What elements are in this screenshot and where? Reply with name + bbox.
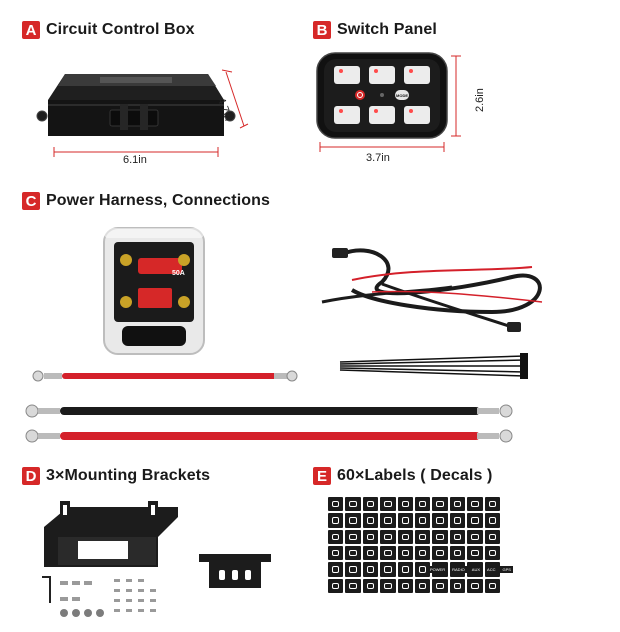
long-black-cable [25, 404, 513, 418]
decal-text-4: GPS [500, 566, 513, 573]
decal-icon [397, 529, 413, 544]
decal-icon [328, 513, 344, 528]
large-mounting-bracket [44, 501, 178, 567]
decal-icon [432, 545, 448, 561]
decal-icon [362, 497, 379, 512]
decal-icon [432, 578, 448, 593]
decal-icon [414, 562, 431, 577]
panel-height-label: 2.6in [474, 88, 486, 112]
decal-icon [467, 529, 483, 544]
decal-icon [397, 497, 413, 512]
decal-icon [345, 513, 361, 528]
decal-icon [380, 578, 396, 593]
section-b-title: Switch Panel [337, 21, 437, 38]
decal-icon [414, 513, 431, 528]
mode-button-label: MODE [396, 93, 408, 98]
decal-icon [449, 529, 466, 544]
decal-icon [362, 578, 379, 593]
decal-text-1: RADIO [450, 566, 467, 573]
decal-icon [467, 578, 483, 593]
section-d-heading: D 3×Mounting Brackets [22, 467, 210, 485]
decal-sheet [328, 497, 500, 593]
decal-icon [484, 497, 500, 512]
decal-icon [414, 497, 431, 512]
switch-panel [316, 52, 461, 152]
zip-ties [339, 353, 528, 379]
decal-icon [328, 562, 344, 577]
decal-icon [328, 545, 344, 561]
decal-text-2: AUX [469, 566, 483, 573]
decal-icon [484, 529, 500, 544]
section-c-heading: C Power Harness, Connections [22, 192, 270, 210]
decal-icon [380, 562, 396, 577]
decal-icon [345, 497, 361, 512]
decal-icon [328, 529, 344, 544]
decal-text-3: ACC [485, 566, 498, 573]
breaker-rating-label: 50A [172, 270, 185, 277]
mounting-hardware [42, 576, 156, 617]
section-d-title: 3×Mounting Brackets [46, 467, 211, 484]
decal-icon [362, 529, 379, 544]
section-a-title: Circuit Control Box [46, 21, 195, 38]
decal-icon [484, 578, 500, 593]
long-red-cable [25, 429, 513, 443]
decal-icon [414, 578, 431, 593]
section-a-heading: A Circuit Control Box [22, 21, 195, 39]
decal-text-0: POWER [428, 566, 448, 573]
decal-icon [328, 497, 344, 512]
decal-icon [380, 529, 396, 544]
decal-icon [362, 545, 379, 561]
decal-icon [328, 578, 344, 593]
circuit-control-box [36, 69, 249, 157]
decal-text-row: POWER RADIO AUX ACC GPS [428, 566, 513, 573]
short-red-cable [32, 370, 298, 382]
panel-width-label: 3.7in [366, 152, 390, 164]
decal-icon [449, 545, 466, 561]
box-width-label: 6.1in [123, 154, 147, 166]
decal-icon [345, 529, 361, 544]
decal-icon [449, 578, 466, 593]
decal-icon [397, 513, 413, 528]
decal-icon [397, 562, 413, 577]
decal-icon [362, 562, 379, 577]
decal-icon [484, 513, 500, 528]
decal-icon [380, 513, 396, 528]
decal-icon [467, 545, 483, 561]
decal-icon [432, 497, 448, 512]
decal-icon [345, 578, 361, 593]
section-e-badge: E [313, 467, 331, 485]
decal-icon [380, 497, 396, 512]
decal-icon [397, 545, 413, 561]
decal-icon [397, 578, 413, 593]
wiring-harness [321, 248, 543, 332]
decal-icon [467, 497, 483, 512]
decal-icon [432, 513, 448, 528]
decal-icon [362, 513, 379, 528]
circuit-breaker [103, 227, 205, 355]
decal-icon [380, 545, 396, 561]
section-e-heading: E 60×Labels ( Decals ) [313, 467, 492, 485]
section-c-badge: C [22, 192, 40, 210]
decal-icon [449, 497, 466, 512]
section-b-badge: B [313, 21, 331, 39]
decal-icon [467, 513, 483, 528]
section-c-title: Power Harness, Connections [46, 192, 270, 209]
decal-icon [432, 529, 448, 544]
section-a-badge: A [22, 21, 40, 39]
small-mounting-bracket [199, 554, 271, 588]
decal-icon [414, 529, 431, 544]
decal-icon [345, 562, 361, 577]
decal-icon [484, 545, 500, 561]
decal-icon [345, 545, 361, 561]
section-e-title: 60×Labels ( Decals ) [337, 467, 493, 484]
decal-icon [414, 545, 431, 561]
decal-icon [449, 513, 466, 528]
section-d-badge: D [22, 467, 40, 485]
section-b-heading: B Switch Panel [313, 21, 437, 39]
